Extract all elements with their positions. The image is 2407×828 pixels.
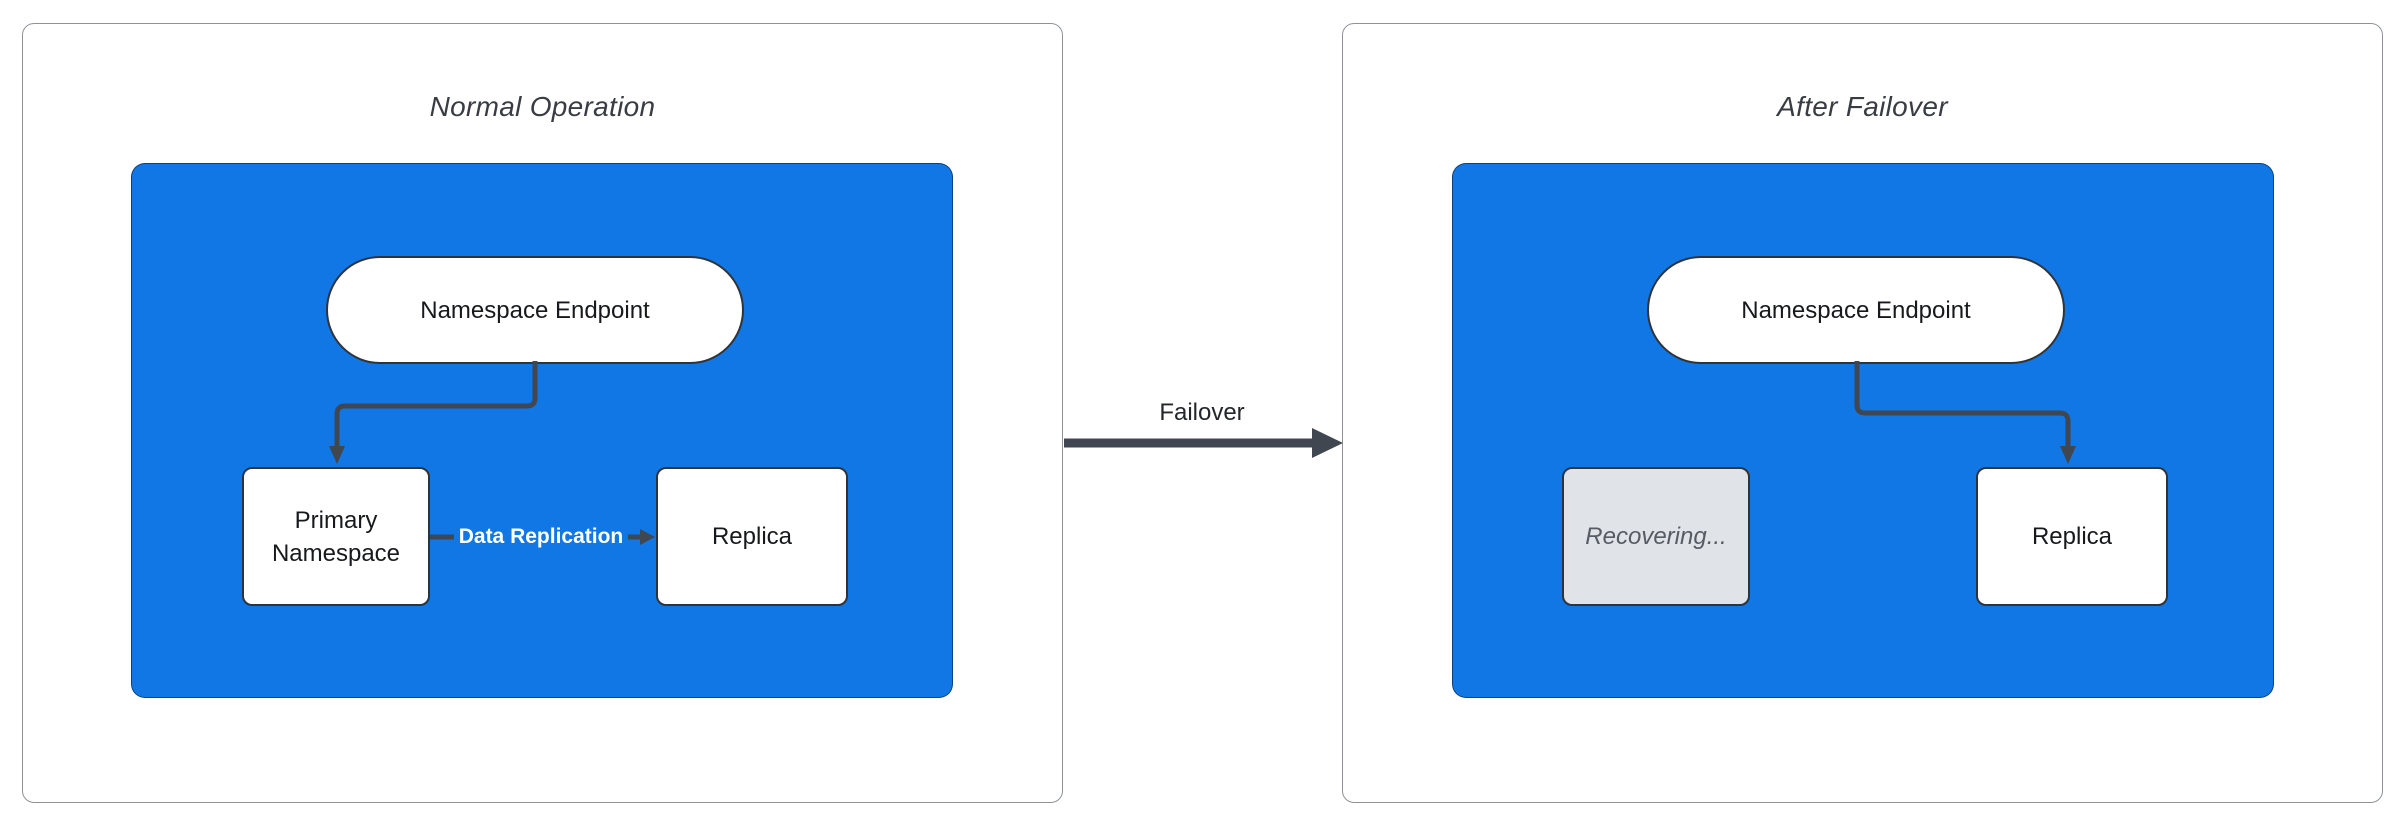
node-label: Primary Namespace xyxy=(271,506,401,567)
namespace-container-failover: Namespace Endpoint Recovering... Replica xyxy=(1452,163,2274,698)
node-namespace-endpoint-normal: Namespace Endpoint xyxy=(326,256,744,364)
node-label: Replica xyxy=(711,523,793,550)
panel-normal-operation: Normal Operation Namespace Endpoint Prim… xyxy=(22,23,1063,803)
panel-title-after-failover: After Failover xyxy=(1777,91,1948,122)
data-replication-label: Data Replication xyxy=(453,524,629,550)
node-replica-normal: Replica xyxy=(656,467,848,606)
node-replica-failover: Replica xyxy=(1976,467,2168,606)
node-primary-namespace: Primary Namespace xyxy=(242,467,430,606)
node-label: Recovering... xyxy=(1585,523,1727,550)
failover-label: Failover xyxy=(1159,399,1245,426)
node-namespace-endpoint-failover: Namespace Endpoint xyxy=(1647,256,2065,364)
data-replication-label-wrap: Data Replication xyxy=(428,521,654,553)
node-recovering: Recovering... xyxy=(1562,467,1750,606)
node-label: Replica xyxy=(2031,523,2113,550)
arrow-failover xyxy=(1064,428,1343,458)
node-label: Namespace Endpoint xyxy=(420,296,650,324)
panel-title-normal-operation: Normal Operation xyxy=(429,91,656,122)
panel-after-failover: After Failover Namespace Endpoint Recove… xyxy=(1342,23,2383,803)
namespace-container-normal: Namespace Endpoint Primary Namespace Rep… xyxy=(131,163,953,698)
node-label: Namespace Endpoint xyxy=(1741,296,1971,324)
